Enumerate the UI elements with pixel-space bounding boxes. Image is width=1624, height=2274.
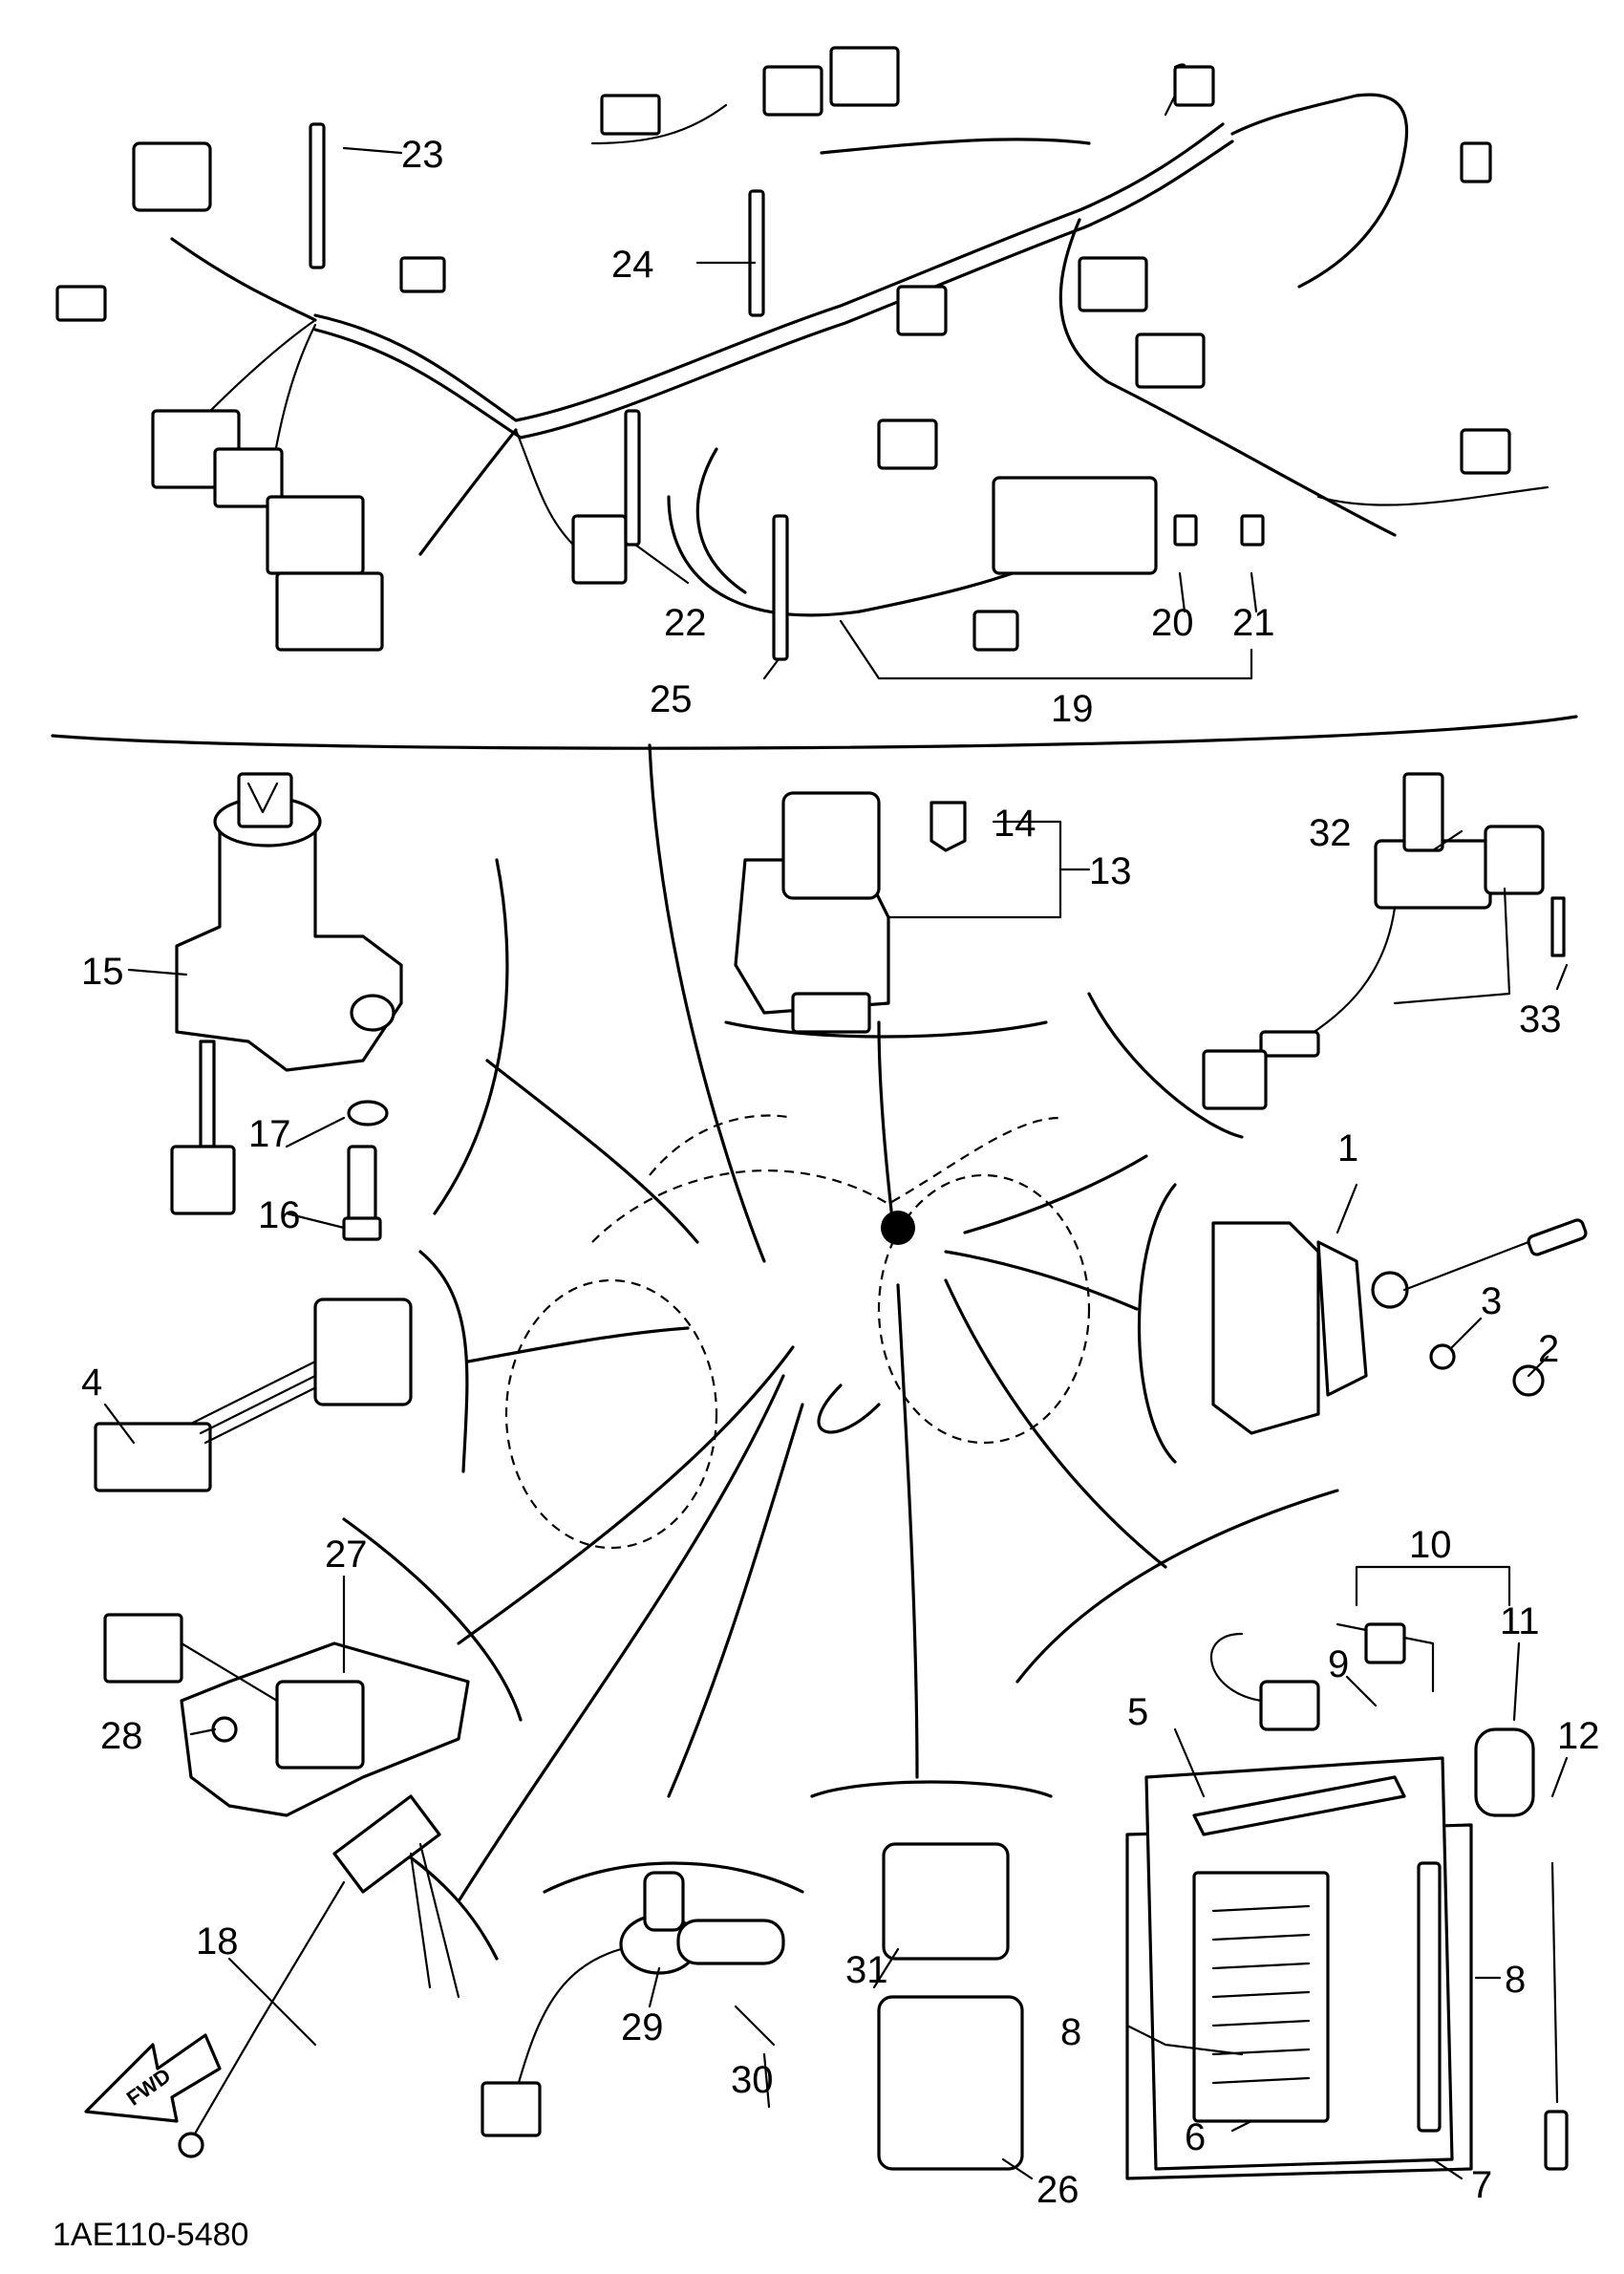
relay-31 — [882, 1842, 1010, 1961]
part-number-12: 12 — [1557, 1715, 1600, 1757]
part-number-11: 11 — [1500, 1600, 1540, 1642]
sensor-29 — [481, 1871, 785, 2137]
part-number-10: 10 — [1409, 1524, 1452, 1566]
part-number-18: 18 — [196, 1920, 239, 1963]
leader-lines — [457, 743, 1167, 1903]
group-braces — [342, 858, 1339, 1961]
part-number-17: 17 — [248, 1113, 291, 1155]
part-number-25: 25 — [650, 678, 693, 720]
diagram-code: 1AE110-5480 — [53, 2217, 248, 2253]
wire-harness — [55, 46, 1549, 661]
part-number-16: 16 — [258, 1194, 301, 1236]
part-number-2: 2 — [1538, 1328, 1559, 1370]
part-number-8b: 8 — [1505, 1959, 1526, 2001]
part-number-3: 3 — [1481, 1280, 1502, 1322]
starter-relay — [1211, 1218, 1588, 1435]
part-number-1: 1 — [1337, 1127, 1358, 1169]
sensor-27 — [103, 1613, 470, 1817]
relay-26 — [877, 1995, 1024, 2171]
part-number-7: 7 — [1471, 2164, 1492, 2206]
part-number-21: 21 — [1232, 602, 1275, 644]
part-number-20: 20 — [1151, 602, 1194, 644]
motorcycle-outline — [504, 1114, 1091, 1550]
part-number-33: 33 — [1519, 998, 1562, 1040]
part-number-13: 13 — [1089, 850, 1132, 892]
harness-group-brace — [51, 715, 1578, 750]
part-number-22: 22 — [664, 602, 707, 644]
main-switch-assembly — [170, 772, 403, 1241]
part-number-30: 30 — [731, 2059, 774, 2101]
part-number-19: 19 — [1051, 688, 1094, 730]
part-number-14: 14 — [994, 803, 1036, 845]
forward-arrow — [84, 2033, 222, 2123]
part-number-15: 15 — [81, 951, 124, 993]
part-number-26: 26 — [1036, 2169, 1079, 2211]
sensor-unit-32 — [1202, 772, 1566, 1110]
part-number-28: 28 — [100, 1715, 143, 1757]
part-number-4: 4 — [81, 1362, 102, 1404]
battery-assembly — [1125, 1622, 1569, 2180]
part-number-9: 9 — [1328, 1643, 1349, 1685]
label-leaders — [103, 146, 1569, 2180]
part-number-23: 23 — [401, 134, 444, 176]
sub-harness-4 — [94, 1298, 413, 1492]
part-number-labels: 1 2 3 4 5 6 7 8 8 9 10 11 12 13 14 15 16… — [81, 134, 1600, 2211]
part-number-29: 29 — [621, 2006, 664, 2049]
relay-assembly — [734, 791, 967, 1034]
part-number-24: 24 — [611, 244, 654, 286]
part-number-32: 32 — [1309, 812, 1352, 854]
part-number-6: 6 — [1185, 2116, 1206, 2158]
part-number-5: 5 — [1127, 1691, 1148, 1733]
part-number-31: 31 — [845, 1949, 888, 1991]
switch-18 — [178, 1794, 460, 2158]
part-number-8a: 8 — [1060, 2011, 1081, 2053]
part-number-27: 27 — [325, 1534, 368, 1576]
